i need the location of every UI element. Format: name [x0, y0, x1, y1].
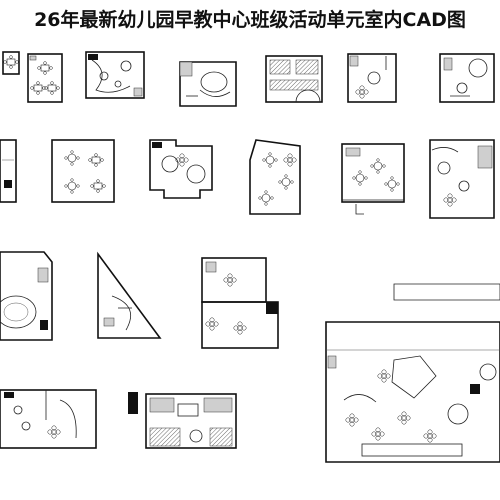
plan-14 — [0, 251, 53, 341]
plan-18 — [145, 393, 237, 449]
plan-10 — [149, 139, 213, 199]
plan-20 — [128, 392, 138, 414]
plan-8 — [0, 139, 17, 203]
plan-7 — [439, 53, 495, 103]
plan-11 — [249, 139, 301, 215]
plan-5 — [265, 55, 323, 103]
page-title: 26年最新幼儿园早教中心班级活动单元室内CAD图 — [34, 8, 466, 31]
title-bar: 26年最新幼儿园早教中心班级活动单元室内CAD图 — [0, 0, 500, 36]
plan-2 — [27, 53, 63, 103]
plan-16 — [201, 257, 279, 349]
plan-1 — [2, 51, 20, 75]
plan-15 — [97, 251, 162, 339]
plan-6 — [347, 53, 397, 103]
plan-13 — [429, 139, 495, 219]
plan-12 — [341, 143, 405, 215]
plan-4 — [179, 61, 237, 107]
plan-9 — [51, 139, 115, 203]
plan-17 — [0, 389, 97, 449]
plan-3 — [85, 51, 145, 99]
plan-19 — [325, 283, 500, 463]
